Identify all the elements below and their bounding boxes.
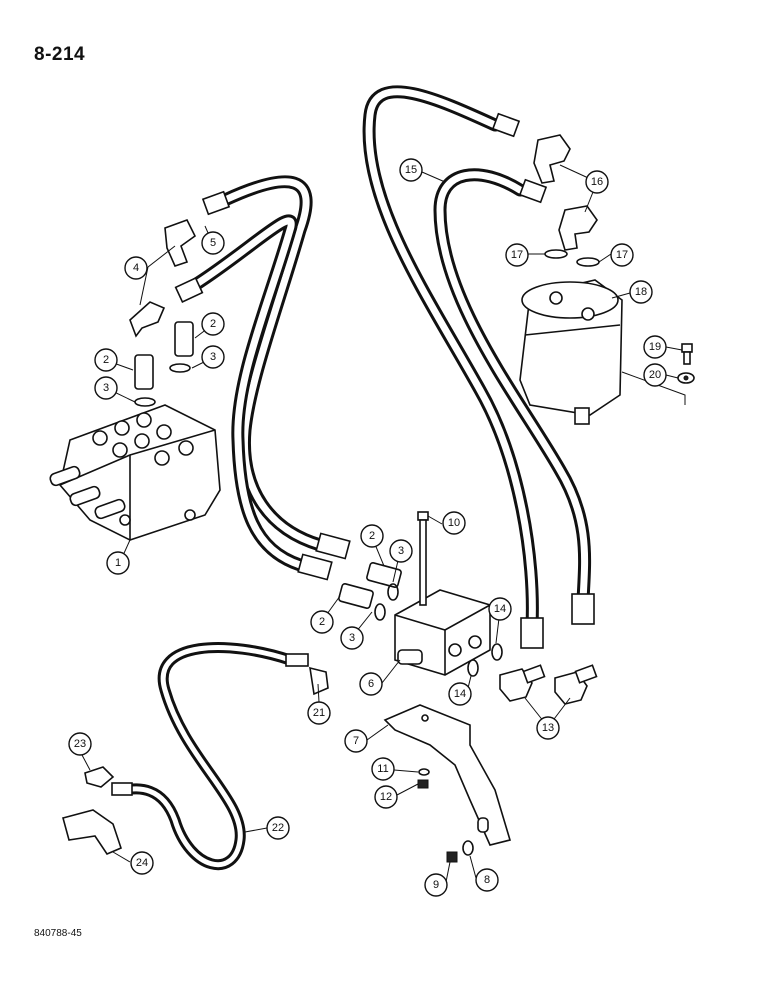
callout-15: 15 [399,158,423,182]
svg-text:3: 3 [210,351,216,363]
callout-20: 20 [643,363,667,387]
callout-19: 19 [643,335,667,359]
callout-6: 6 [359,672,383,696]
mounting-bracket [383,704,512,846]
svg-text:2: 2 [210,318,216,330]
bolt-19 [681,343,693,365]
svg-text:11: 11 [377,763,388,775]
svg-text:3: 3 [398,545,404,557]
svg-text:2: 2 [319,616,325,628]
callout-5: 5 [201,231,225,255]
svg-text:18: 18 [635,286,647,298]
svg-text:12: 12 [380,791,392,803]
callout-7: 7 [344,729,368,753]
callout-2: 2 [310,610,334,634]
svg-text:10: 10 [448,517,460,529]
callout-14: 14 [488,597,512,621]
callout-4: 4 [124,256,148,280]
callout-12: 12 [374,785,398,809]
hose-pair-right [362,85,592,632]
svg-text:24: 24 [136,857,148,869]
hose-22 [114,642,296,871]
svg-text:17: 17 [511,249,523,261]
svg-text:8: 8 [484,874,490,886]
svg-text:2: 2 [369,530,375,542]
callout-1: 1 [106,551,130,575]
svg-text:16: 16 [591,176,603,188]
svg-text:17: 17 [616,249,628,261]
adapters [134,321,402,609]
svg-text:7: 7 [353,735,359,747]
svg-text:3: 3 [103,382,109,394]
svg-text:22: 22 [272,822,284,834]
control-valve [49,404,221,541]
nut-and-washer [417,768,474,863]
svg-text:14: 14 [454,688,466,700]
washer-20 [677,372,695,384]
callout-2: 2 [94,348,118,372]
svg-text:2: 2 [103,354,109,366]
svg-text:13: 13 [542,722,554,734]
svg-text:3: 3 [349,632,355,644]
callout-3: 3 [201,345,225,369]
callout-8: 8 [475,868,499,892]
svg-text:21: 21 [313,707,325,719]
svg-text:4: 4 [133,262,139,274]
svg-text:15: 15 [405,164,417,176]
callout-23: 23 [68,732,92,756]
callout-21: 21 [307,701,331,725]
callout-17: 17 [505,243,529,267]
callout-18: 18 [629,280,653,304]
callout-11: 11 [371,757,395,781]
svg-text:19: 19 [649,341,661,353]
callout-22: 22 [266,816,290,840]
callout-14: 14 [448,682,472,706]
callout-24: 24 [130,851,154,875]
callout-3: 3 [94,376,118,400]
flow-divider [394,589,491,676]
callout-17: 17 [610,243,634,267]
bolt-10 [417,511,429,606]
callout-13: 13 [536,716,560,740]
svg-text:20: 20 [649,369,661,381]
figure-code: 840788-45 [34,928,82,939]
callout-10: 10 [442,511,466,535]
callout-9: 9 [424,873,448,897]
callout-2: 2 [360,524,384,548]
hose-pair-left [188,175,327,572]
svg-text:14: 14 [494,603,506,615]
callout-3: 3 [389,539,413,563]
svg-text:5: 5 [210,237,216,249]
svg-text:23: 23 [74,738,86,750]
callout-16: 16 [585,170,609,194]
gear-pump [519,279,623,425]
page-number: 8-214 [34,44,86,65]
callout-3: 3 [340,626,364,650]
hose-end-fittings [111,112,595,796]
elbow-fittings [62,134,598,855]
callout-2: 2 [201,312,225,336]
svg-text:1: 1 [115,557,121,569]
svg-text:9: 9 [433,879,439,891]
svg-text:6: 6 [368,678,374,690]
